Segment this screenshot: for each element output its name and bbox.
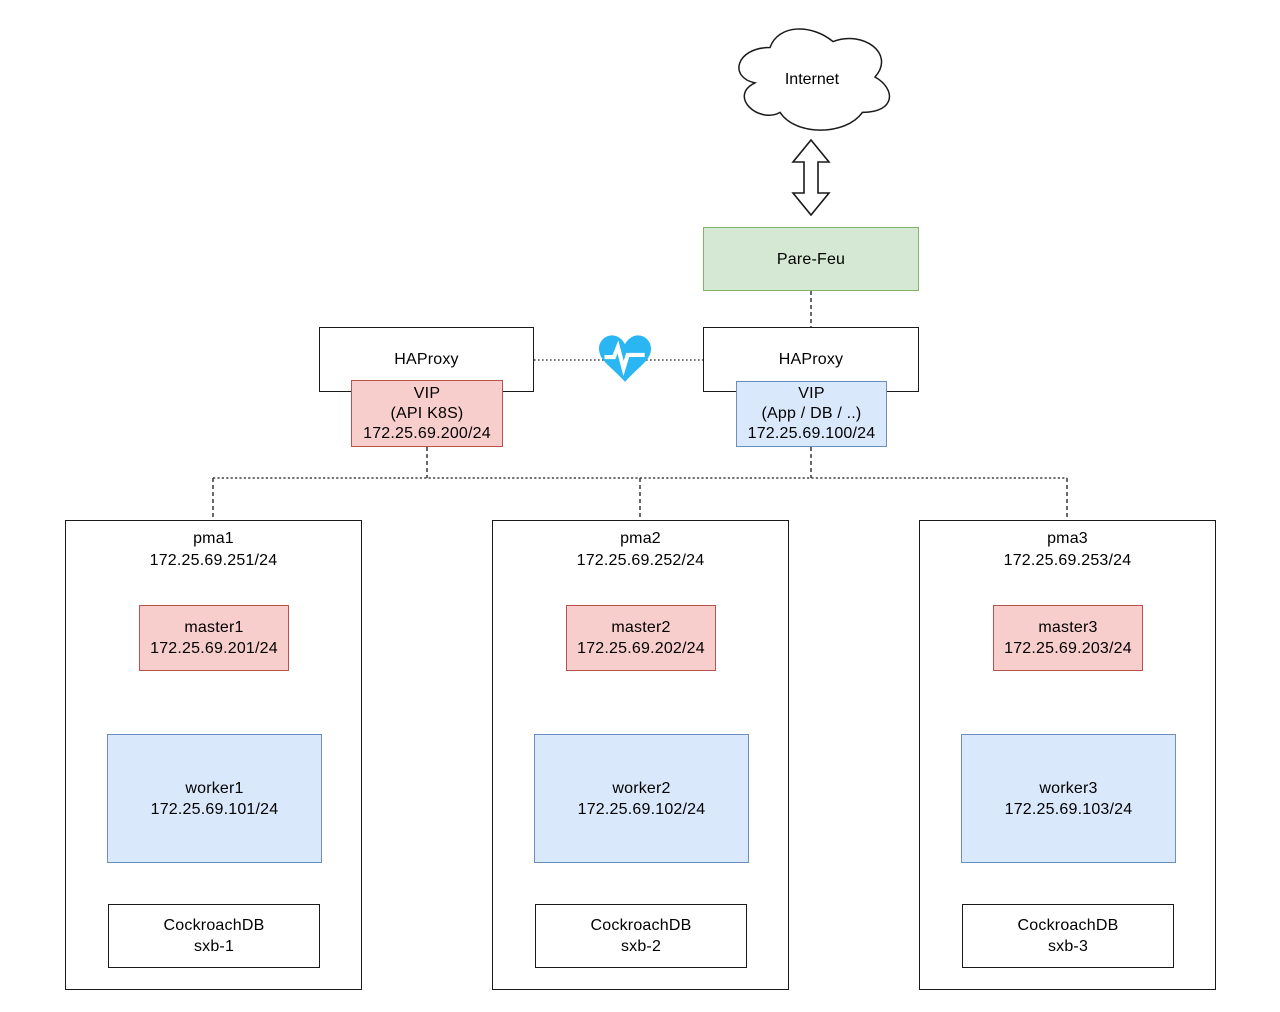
- vip-right-ip: 172.25.69.100/24: [747, 425, 876, 442]
- master2-node[interactable]: master2 172.25.69.202/24: [566, 605, 716, 671]
- cockroachdb3-name: CockroachDB: [1017, 917, 1119, 934]
- pma2-title: pma2 172.25.69.252/24: [493, 528, 788, 572]
- pma1-title: pma1 172.25.69.251/24: [66, 528, 361, 572]
- internet-node[interactable]: Internet: [728, 18, 896, 136]
- worker2-name: worker2: [612, 779, 671, 797]
- firewall-label: Pare-Feu: [776, 250, 846, 268]
- worker1-name: worker1: [185, 779, 244, 797]
- heartbeat-icon: [599, 334, 651, 384]
- pma3-ip: 172.25.69.253/24: [1003, 552, 1132, 569]
- cockroachdb2-instance: sxb-2: [620, 938, 662, 955]
- cockroachdb1-node[interactable]: CockroachDB sxb-1: [108, 904, 320, 968]
- vip-right-node[interactable]: VIP (App / DB / ..) 172.25.69.100/24: [736, 381, 887, 447]
- master3-node[interactable]: master3 172.25.69.203/24: [993, 605, 1143, 671]
- master1-node[interactable]: master1 172.25.69.201/24: [139, 605, 289, 671]
- master2-ip: 172.25.69.202/24: [577, 640, 705, 657]
- pma3-title: pma3 172.25.69.253/24: [920, 528, 1215, 572]
- pma2-node[interactable]: pma2 172.25.69.252/24 master2 172.25.69.…: [492, 520, 789, 990]
- worker3-node[interactable]: worker3 172.25.69.103/24: [961, 734, 1176, 863]
- pma1-node[interactable]: pma1 172.25.69.251/24 master1 172.25.69.…: [65, 520, 362, 990]
- master2-name: master2: [611, 619, 671, 636]
- haproxy-left-label: HAProxy: [394, 351, 459, 368]
- internet-firewall-arrow: [791, 138, 831, 217]
- pma1-ip: 172.25.69.251/24: [149, 552, 278, 569]
- cockroachdb2-node[interactable]: CockroachDB sxb-2: [535, 904, 747, 968]
- pma3-node[interactable]: pma3 172.25.69.253/24 master3 172.25.69.…: [919, 520, 1216, 990]
- pma1-name: pma1: [193, 530, 234, 547]
- vip-right-scope: (App / DB / ..): [761, 405, 862, 422]
- internet-label: Internet: [784, 71, 840, 88]
- pma2-ip: 172.25.69.252/24: [576, 552, 705, 569]
- cockroachdb3-node[interactable]: CockroachDB sxb-3: [962, 904, 1174, 968]
- worker1-ip: 172.25.69.101/24: [150, 800, 279, 818]
- worker2-node[interactable]: worker2 172.25.69.102/24: [534, 734, 749, 863]
- vip-left-node[interactable]: VIP (API K8S) 172.25.69.200/24: [351, 380, 503, 447]
- master3-ip: 172.25.69.203/24: [1004, 640, 1132, 657]
- vip-left-scope: (API K8S): [390, 404, 464, 422]
- vip-left-title: VIP: [413, 384, 441, 402]
- master1-ip: 172.25.69.201/24: [150, 640, 278, 657]
- cloud-icon: [738, 28, 891, 131]
- master3-name: master3: [1038, 619, 1098, 636]
- double-arrow-icon: [791, 138, 831, 217]
- firewall-node[interactable]: Pare-Feu: [703, 227, 919, 291]
- vip-right-title: VIP: [798, 385, 825, 402]
- worker3-name: worker3: [1039, 779, 1098, 797]
- haproxy-right-label: HAProxy: [778, 351, 844, 368]
- worker3-ip: 172.25.69.103/24: [1004, 800, 1133, 818]
- cockroachdb1-name: CockroachDB: [163, 917, 265, 934]
- master1-name: master1: [184, 619, 244, 636]
- cockroachdb3-instance: sxb-3: [1047, 938, 1089, 955]
- cockroachdb2-name: CockroachDB: [590, 917, 692, 934]
- cockroachdb1-instance: sxb-1: [193, 938, 235, 955]
- pma3-name: pma3: [1047, 530, 1088, 547]
- vip-left-ip: 172.25.69.200/24: [363, 424, 491, 442]
- pma2-name: pma2: [620, 530, 661, 547]
- worker2-ip: 172.25.69.102/24: [577, 800, 706, 818]
- worker1-node[interactable]: worker1 172.25.69.101/24: [107, 734, 322, 863]
